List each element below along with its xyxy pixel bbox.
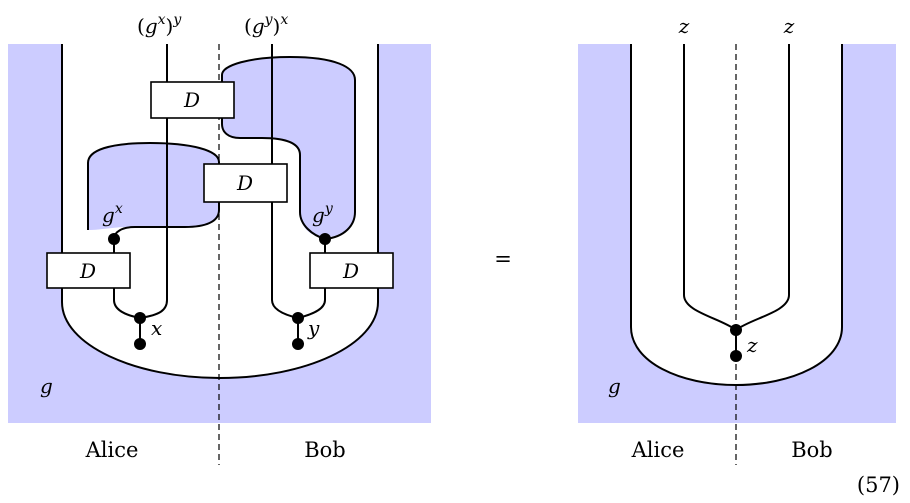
svg-text:D: D xyxy=(79,259,96,283)
left-region-label-g: g xyxy=(40,374,53,398)
right-loop-gy-wire xyxy=(221,55,356,240)
d-box-middle: D xyxy=(203,163,288,203)
equation-number: (57) xyxy=(857,473,900,497)
label-z: z xyxy=(746,333,758,357)
left-loop-gx-wire xyxy=(87,141,220,240)
gx-copy-dot xyxy=(108,233,120,245)
right-label-alice: Alice xyxy=(631,438,685,462)
d-box-left: D xyxy=(46,252,131,289)
svg-text:D: D xyxy=(236,171,253,195)
right-z-left-wire xyxy=(683,44,737,331)
right-z-right-wire xyxy=(735,44,790,331)
label-x: x xyxy=(151,316,162,340)
z-copy-dot xyxy=(730,324,742,336)
gy-copy-dot xyxy=(319,233,331,245)
left-label-alice: Alice xyxy=(85,438,139,462)
left-shaded-region xyxy=(8,44,431,423)
right-top-label-z-left: z xyxy=(678,14,690,38)
label-y: y xyxy=(307,316,320,340)
label-gx: gx xyxy=(102,201,123,227)
right-loop-gy-fill xyxy=(222,57,355,237)
right-diagram: z z z g Alice Bob xyxy=(578,14,896,465)
d-box-right: D xyxy=(309,252,394,289)
svg-text:D: D xyxy=(342,259,359,283)
label-gy: gy xyxy=(312,201,334,227)
equals-sign: = xyxy=(494,247,512,271)
right-shaded-region xyxy=(578,44,896,423)
right-top-label-z-right: z xyxy=(783,14,795,38)
left-diagram: D D D D (gx)y (gy)x gx xyxy=(8,12,431,465)
z-state-dot xyxy=(730,350,742,362)
svg-text:D: D xyxy=(183,88,200,112)
left-outer-cup-wire xyxy=(61,44,379,380)
y-state-dot xyxy=(292,338,304,350)
label-gxy: (gx)y xyxy=(137,12,182,38)
label-gyx: (gy)x xyxy=(244,12,288,38)
left-loop-gx-fill xyxy=(88,143,219,230)
y-copy-dot xyxy=(292,312,304,324)
left-label-bob: Bob xyxy=(304,438,346,462)
right-region-label-g: g xyxy=(608,374,621,398)
gy-wire-mid xyxy=(221,123,326,240)
x-copy-dot xyxy=(134,312,146,324)
d-box-top: D xyxy=(150,81,235,119)
right-label-bob: Bob xyxy=(791,438,833,462)
x-state-dot xyxy=(134,338,146,350)
